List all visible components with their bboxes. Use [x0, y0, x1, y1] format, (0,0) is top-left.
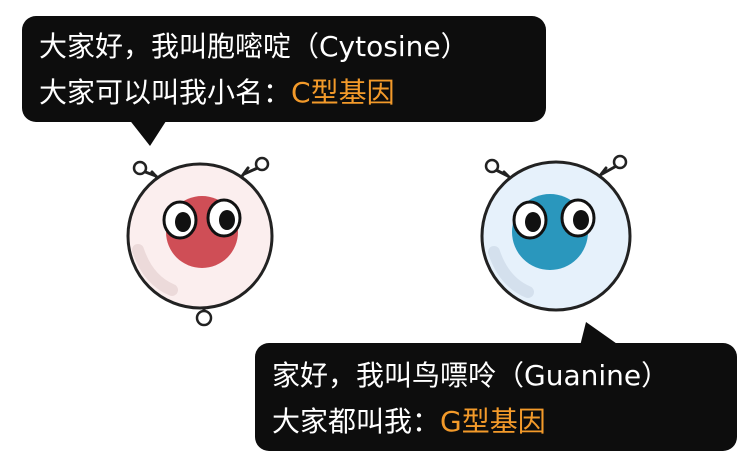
- bubble-line: 大家好，我叫胞嘧啶（Cytosine）: [39, 24, 546, 70]
- bubble-line: 家好，我叫鸟嘌呤（Guanine）: [272, 353, 737, 399]
- speech-bubble-cytosine: 大家好，我叫胞嘧啶（Cytosine） 大家可以叫我小名：C型基因: [22, 16, 546, 122]
- bubble-tail-guanine: [580, 322, 620, 346]
- bubble-text: 大家可以叫我小名：: [39, 76, 292, 109]
- cytosine-character: [126, 156, 274, 327]
- bubble-line: 大家可以叫我小名：C型基因: [39, 70, 546, 116]
- bubble-line: 大家都叫我：G型基因: [272, 399, 737, 445]
- guanine-character: [480, 154, 632, 312]
- bubble-text: 大家都叫我：: [272, 405, 441, 438]
- gene-type-highlight: G型基因: [440, 405, 546, 438]
- bubble-text: 家好，我叫鸟嘌呤（Guanine）: [272, 359, 670, 392]
- bubble-text: 大家好，我叫胞嘧啶（Cytosine）: [39, 30, 469, 63]
- bubble-tail-cytosine: [128, 118, 168, 146]
- speech-bubble-guanine: 家好，我叫鸟嘌呤（Guanine） 大家都叫我：G型基因: [255, 343, 737, 451]
- gene-type-highlight: C型基因: [291, 76, 395, 109]
